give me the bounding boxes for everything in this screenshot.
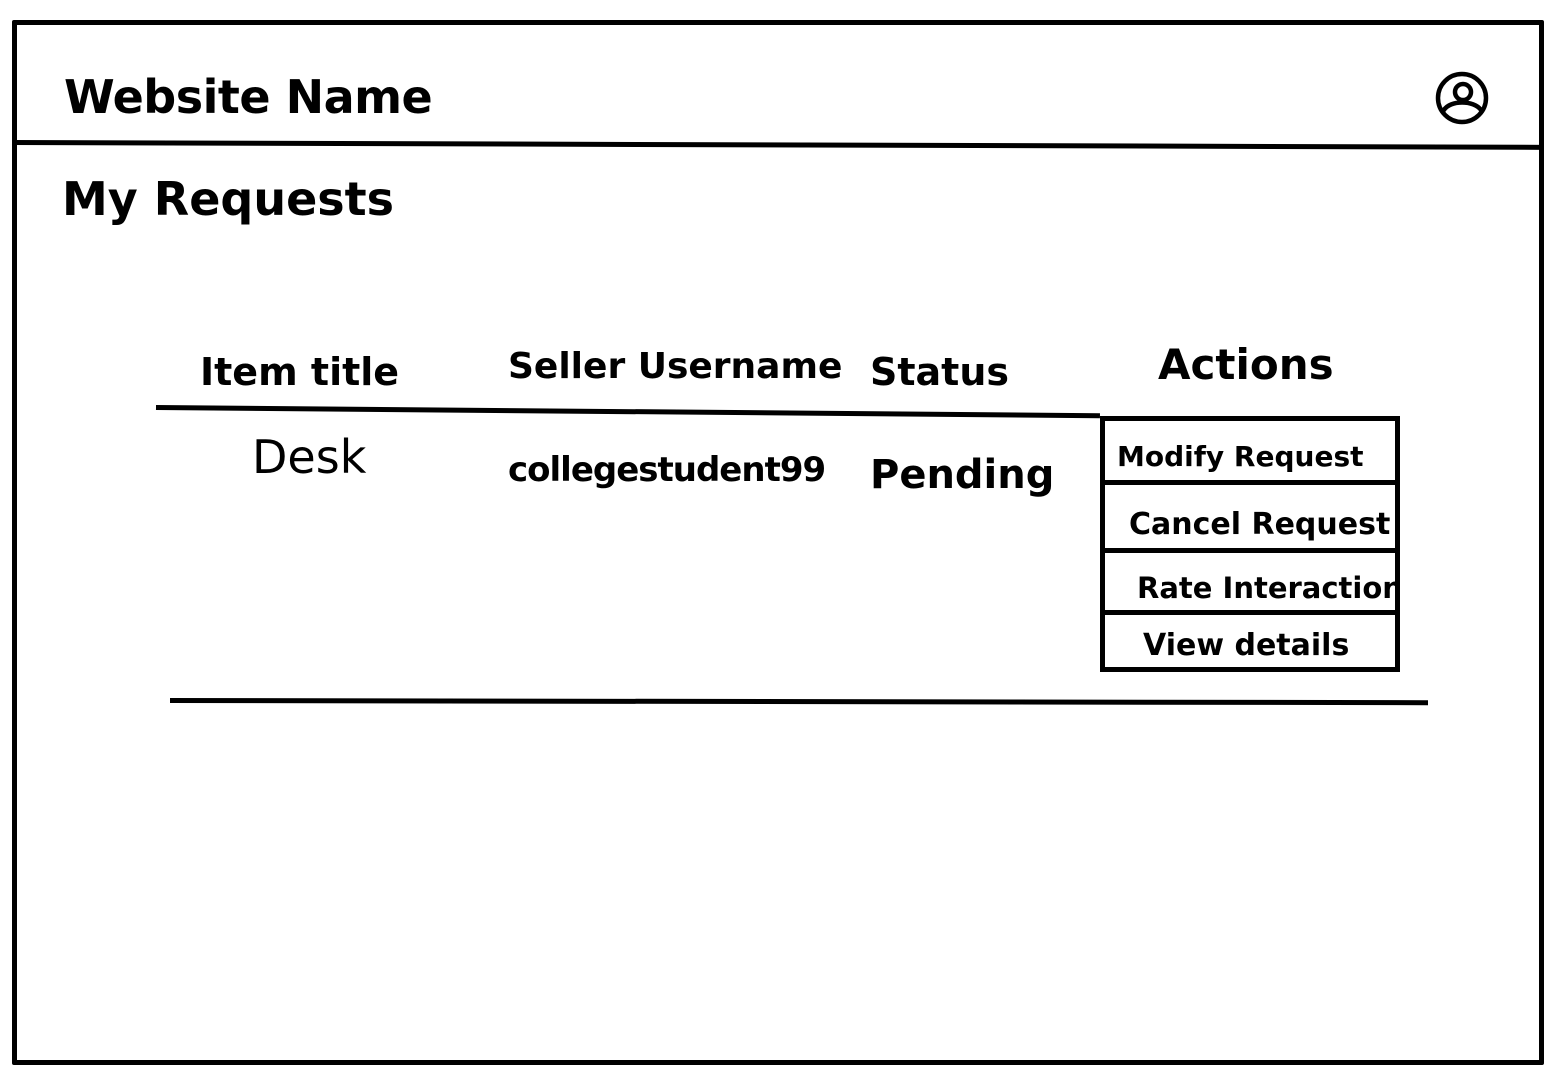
view-details-button[interactable]: View details bbox=[1105, 615, 1395, 667]
cell-item-title[interactable]: Desk bbox=[252, 430, 367, 484]
column-header-seller-username: Seller Username bbox=[508, 346, 843, 387]
column-header-status: Status bbox=[870, 350, 1010, 394]
cell-seller-username[interactable]: collegestudent99 bbox=[508, 450, 826, 490]
cell-status: Pending bbox=[870, 452, 1055, 498]
actions-menu: Modify Request Cancel Request Rate Inter… bbox=[1100, 416, 1400, 672]
rate-interaction-button[interactable]: Rate Interaction bbox=[1105, 553, 1395, 615]
site-name[interactable]: Website Name bbox=[64, 70, 433, 124]
user-circle-icon bbox=[1435, 71, 1489, 125]
column-header-actions: Actions bbox=[1158, 340, 1334, 389]
page-title: My Requests bbox=[62, 172, 395, 226]
profile-button[interactable] bbox=[1434, 70, 1490, 126]
column-header-item-title: Item title bbox=[200, 350, 400, 394]
modify-request-button[interactable]: Modify Request bbox=[1105, 421, 1395, 485]
browser-window-frame bbox=[12, 20, 1544, 1065]
cancel-request-button[interactable]: Cancel Request bbox=[1105, 485, 1395, 553]
